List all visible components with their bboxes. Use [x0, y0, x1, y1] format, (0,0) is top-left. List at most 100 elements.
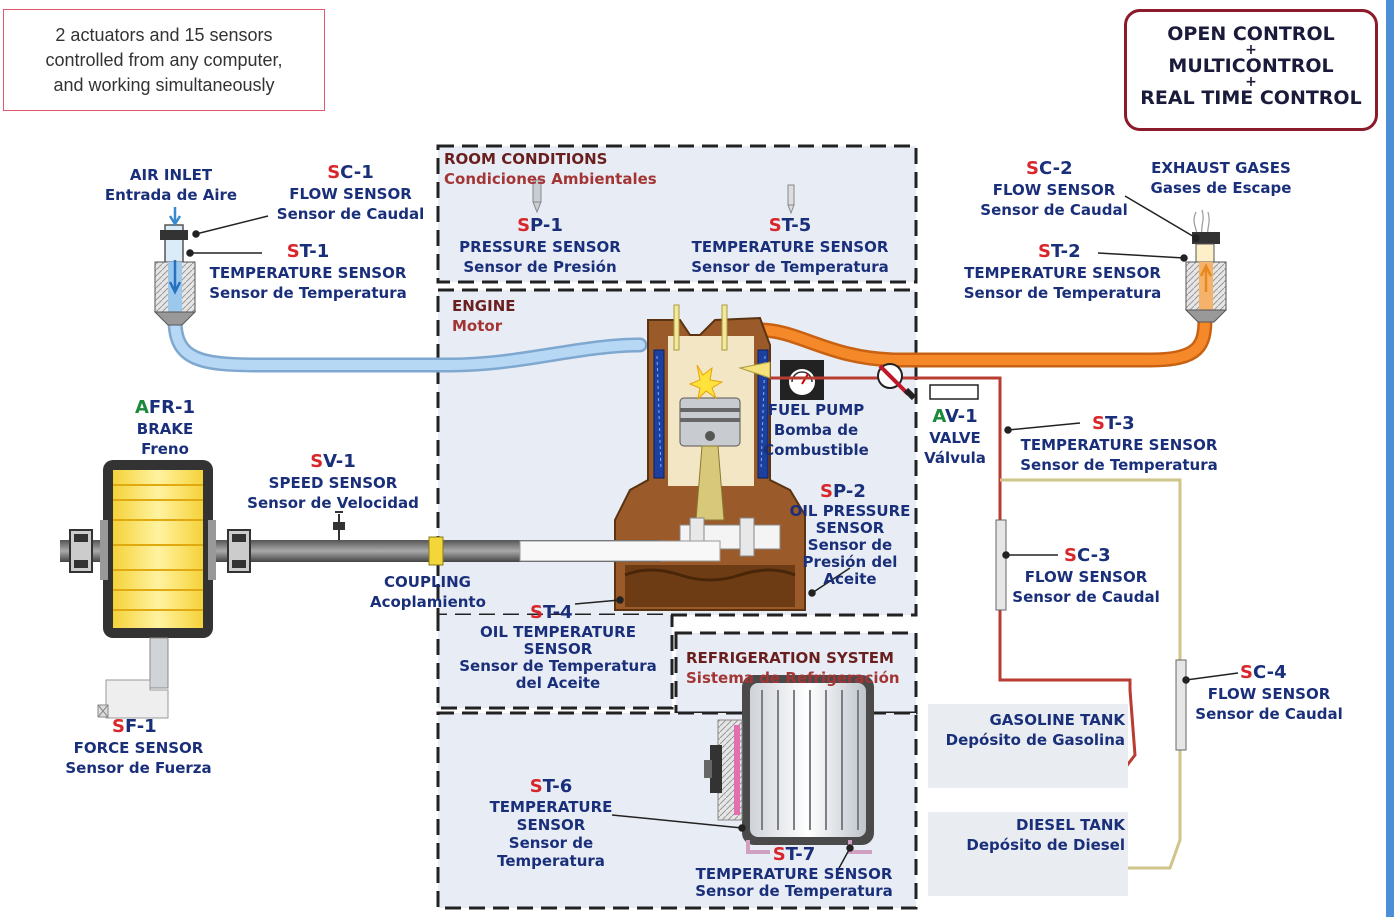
sp1-en: PRESSURE SENSOR — [459, 238, 621, 256]
av1-code: V-1 — [945, 406, 978, 427]
st7-letter: S — [772, 844, 786, 865]
sv1-letter: S — [310, 451, 324, 472]
fuel-filter-icon — [929, 384, 979, 400]
control-open: OPEN CONTROL — [1167, 23, 1335, 45]
sc3-code: C-3 — [1076, 545, 1111, 566]
sp1-es: Sensor de Presión — [463, 258, 617, 276]
coupling-es: Acoplamiento — [370, 593, 486, 611]
sp1-code: P-1 — [530, 215, 563, 236]
st5-es: Sensor de Temperatura — [691, 258, 889, 276]
coupling-icon — [428, 536, 444, 566]
st6-label: ST-6 TEMPERATURE SENSOR Sensor de Temper… — [476, 776, 626, 870]
sc3-en: FLOW SENSOR — [1024, 568, 1148, 586]
sp2-code: P-2 — [832, 481, 866, 502]
exhaust-en: EXHAUST GASES — [1151, 159, 1291, 177]
st4-code: T-4 — [542, 602, 573, 623]
engine-panel-ext — [438, 615, 672, 708]
engine-block-icon — [614, 304, 806, 611]
room-title-en: ROOM CONDITIONS — [444, 150, 608, 168]
sf1-code: F-1 — [124, 716, 157, 737]
st3-letter: S — [1092, 413, 1105, 434]
st1-es: Sensor de Temperatura — [209, 284, 407, 302]
diesel-tank-icon — [928, 812, 1128, 896]
st2-code: T-2 — [1050, 241, 1081, 262]
st2-label: ST-2 TEMPERATURE SENSOR Sensor de Temper… — [950, 241, 1175, 303]
sv1-code: V-1 — [323, 451, 356, 472]
st7-es: Sensor de Temperatura — [695, 882, 893, 900]
engine-title-en: ENGINE — [452, 297, 516, 315]
summary-line-1: 2 actuators and 15 sensors — [55, 25, 273, 45]
st6-letter: S — [529, 776, 543, 797]
speed-sensor-icon — [333, 511, 345, 540]
air-inlet-label: AIR INLET Entrada de Aire — [96, 165, 246, 205]
exhaust-filter-icon — [1184, 209, 1228, 323]
summary-note: 2 actuators and 15 sensors controlled fr… — [3, 9, 325, 111]
sc3-es: Sensor de Caudal — [1012, 588, 1160, 606]
air-filter-icon — [153, 207, 197, 326]
st5-en: TEMPERATURE SENSOR — [691, 238, 889, 256]
sp2-es1: Sensor de — [807, 536, 893, 554]
st4-es2: del Aceite — [515, 674, 601, 692]
st4-letter: S — [530, 602, 543, 623]
st4-es1: Sensor de Temperatura — [459, 657, 657, 675]
sc4-label: SC-4 FLOW SENSOR Sensor de Caudal — [1188, 662, 1350, 724]
room-conditions-title: ROOM CONDITIONS Condiciones Ambientales — [444, 149, 657, 189]
control-modes-box: OPEN CONTROL + MULTICONTROL + REAL TIME … — [1124, 9, 1378, 131]
leader-lines — [186, 195, 1239, 871]
st6-code: T-6 — [542, 776, 573, 797]
sp2-letter: S — [820, 481, 833, 502]
sc4-es: Sensor de Caudal — [1195, 705, 1343, 723]
st5-letter: S — [768, 215, 782, 236]
st5-label: ST-5 TEMPERATURE SENSOR Sensor de Temper… — [680, 215, 900, 277]
coupling-label: COUPLING Acoplamiento — [370, 572, 486, 612]
sc4-code: C-4 — [1252, 662, 1287, 683]
control-realtime: REAL TIME CONTROL — [1140, 87, 1362, 109]
sc3-letter: S — [1064, 545, 1077, 566]
st7-en: TEMPERATURE SENSOR — [695, 865, 893, 883]
pressure-sensor-icon — [532, 179, 542, 214]
sc2-code: C-2 — [1038, 158, 1073, 179]
st4-en2: SENSOR — [523, 640, 593, 658]
av1-en: VALVE — [929, 429, 981, 447]
sc1-es: Sensor de Caudal — [276, 205, 425, 223]
afr1-en: BRAKE — [136, 420, 194, 438]
room-conditions-panel — [436, 144, 918, 284]
temperature-probe-icon — [787, 184, 795, 215]
engine-title: ENGINE Motor — [452, 296, 516, 336]
st7-label: ST-7 TEMPERATURE SENSOR Sensor de Temper… — [688, 844, 900, 900]
st2-es: Sensor de Temperatura — [963, 284, 1162, 302]
sp2-label: SP-2 OIL PRESSURE SENSOR Sensor de Presi… — [780, 481, 920, 588]
refrigeration-title: REFRIGERATION SYSTEM Sistema de Refriger… — [686, 648, 900, 688]
st1-code: T-1 — [299, 241, 330, 262]
fuel-pump-icon — [780, 360, 824, 400]
sc1-letter: S — [327, 162, 341, 183]
brake-icon — [97, 460, 216, 719]
air-inlet-es: Entrada de Aire — [104, 186, 238, 204]
exhaust-label: EXHAUST GASES Gases de Escape — [1136, 158, 1306, 198]
fuel-pump-en: FUEL PUMP — [767, 401, 865, 419]
st7-code: T-7 — [785, 844, 816, 865]
st5-code: T-5 — [781, 215, 812, 236]
st2-letter: S — [1038, 241, 1051, 262]
flow-meter-sc4-icon — [1175, 659, 1187, 751]
sc4-letter: S — [1240, 662, 1253, 683]
afr1-letter: A — [134, 397, 149, 418]
st3-es: Sensor de Temperatura — [1020, 456, 1218, 474]
st3-code: T-3 — [1104, 413, 1135, 434]
crankshaft-end — [519, 540, 721, 562]
st1-label: ST-1 TEMPERATURE SENSOR Sensor de Temper… — [198, 241, 418, 303]
st6-en1: TEMPERATURE — [489, 798, 613, 816]
gasoline-fuel-line — [770, 376, 1137, 769]
edge-stripe — [1386, 0, 1394, 917]
gasoline-tank-icon — [928, 704, 1128, 788]
diesel-fuel-line — [1000, 478, 1182, 870]
sc1-code: C-1 — [340, 162, 374, 183]
st1-letter: S — [286, 241, 300, 262]
sc4-en: FLOW SENSOR — [1207, 685, 1331, 703]
st1-en: TEMPERATURE SENSOR — [209, 264, 407, 282]
av1-es: Válvula — [924, 449, 986, 467]
control-multi: MULTICONTROL — [1168, 55, 1334, 77]
flow-meter-sc3-icon — [995, 519, 1007, 611]
fuel-pump-label: FUEL PUMP Bomba de Combustible — [756, 400, 876, 460]
afr1-label: AFR-1 BRAKE Freno — [110, 397, 220, 459]
